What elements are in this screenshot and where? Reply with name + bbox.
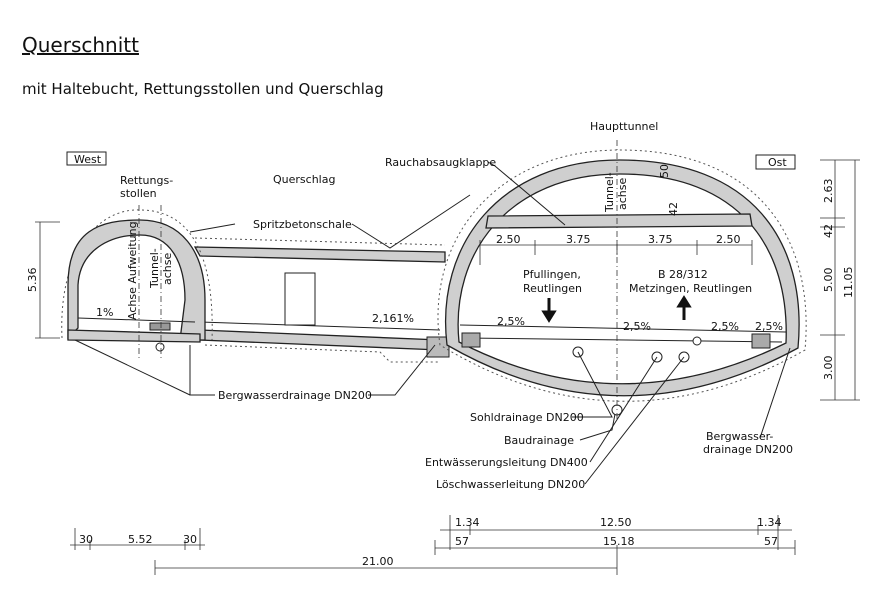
arrow-down-icon: [541, 298, 557, 323]
dim-right: 3.00: [822, 356, 835, 381]
label-loeschwasser: Löschwasserleitung DN200: [436, 478, 585, 491]
door: [284, 272, 316, 326]
slope-label: 1%: [96, 306, 113, 319]
label-rauchabsaugklappe: Rauchabsaugklappe: [385, 156, 496, 169]
dim-right: 2.63: [822, 179, 835, 204]
label-querschlag: Querschlag: [273, 173, 335, 186]
slope-label: 2,5%: [497, 315, 525, 328]
slope-label: 2,5%: [623, 320, 651, 333]
dim-bottom: 1.34: [757, 516, 782, 529]
label-tunnelachse-left-2: achse: [161, 253, 174, 285]
label-direction-reutlingen: Reutlingen: [523, 282, 582, 295]
dim-overall: 21.00: [362, 555, 394, 568]
label-achse-aufweitung: Achse Aufweitung: [126, 221, 139, 320]
label-bergwasserdrainage: Bergwasserdrainage DN200: [218, 389, 372, 402]
slope-label: 2,161%: [372, 312, 414, 325]
label-tunnelachse-left: Tunnel-: [148, 248, 161, 289]
dim-bottom: 5.52: [128, 533, 153, 546]
drawing-title: Querschnitt: [22, 33, 139, 57]
dim-bottom: 57: [764, 535, 778, 548]
label-entwaesserung: Entwässerungsleitung DN400: [425, 456, 588, 469]
label-rettungsstollen-2: stollen: [120, 187, 157, 200]
dim-ceiling-thickness: 42: [667, 202, 680, 216]
label-direction-metzingen: Metzingen, Reutlingen: [629, 282, 752, 295]
slope-label: 2,5%: [711, 320, 739, 333]
west-label: West: [74, 153, 102, 166]
label-haupttunnel: Haupttunnel: [590, 120, 658, 133]
dim-lane: 2.50: [716, 233, 741, 246]
dim-bottom: 12.50: [600, 516, 632, 529]
slope-label: 2,5%: [755, 320, 783, 333]
label-bergwasser-ost-2: drainage DN200: [703, 443, 793, 456]
dim-lane: 3.75: [566, 233, 591, 246]
dim-right: 5.00: [822, 268, 835, 293]
dim-right: 42: [822, 224, 835, 238]
label-rettungsstollen: Rettungs-: [120, 174, 173, 187]
drawing-subtitle: mit Haltebucht, Rettungsstollen und Quer…: [22, 80, 384, 98]
dim-lane: 3.75: [648, 233, 673, 246]
dim-lane: 2.50: [496, 233, 521, 246]
dim-bottom: 57: [455, 535, 469, 548]
west-box: [66, 151, 107, 166]
leader-lines: [74, 161, 791, 485]
arrow-up-icon: [676, 295, 692, 320]
dim-bottom: 15.18: [603, 535, 635, 548]
rettungsstollen-structure: [61, 205, 213, 360]
ost-box: [755, 154, 796, 170]
dim-right-total: 11.05: [842, 267, 855, 299]
dim-shell-thickness: 50: [658, 164, 671, 178]
label-direction-pfullingen: Pfullingen,: [523, 268, 581, 281]
dim-bottom: 30: [183, 533, 197, 546]
label-tunnelachse-main-2: achse: [616, 178, 629, 210]
label-bergwasser-ost: Bergwasser-: [706, 430, 773, 443]
label-spritzbetonschale: Spritzbetonschale: [253, 218, 352, 231]
dim-bottom: 1.34: [455, 516, 480, 529]
haupttunnel-structure: [437, 140, 807, 420]
label-road-b28: B 28/312: [658, 268, 708, 281]
ost-label: Ost: [768, 156, 787, 169]
dim-left-height: 5.36: [26, 268, 39, 293]
label-tunnelachse-main: Tunnel-: [603, 172, 616, 213]
label-sohldrainage: Sohldrainage DN200: [470, 411, 584, 424]
dim-bottom: 30: [79, 533, 93, 546]
dimension-lines: [35, 159, 860, 575]
label-baudrainage: Baudrainage: [504, 434, 574, 447]
querschlag-structure: [193, 237, 450, 363]
